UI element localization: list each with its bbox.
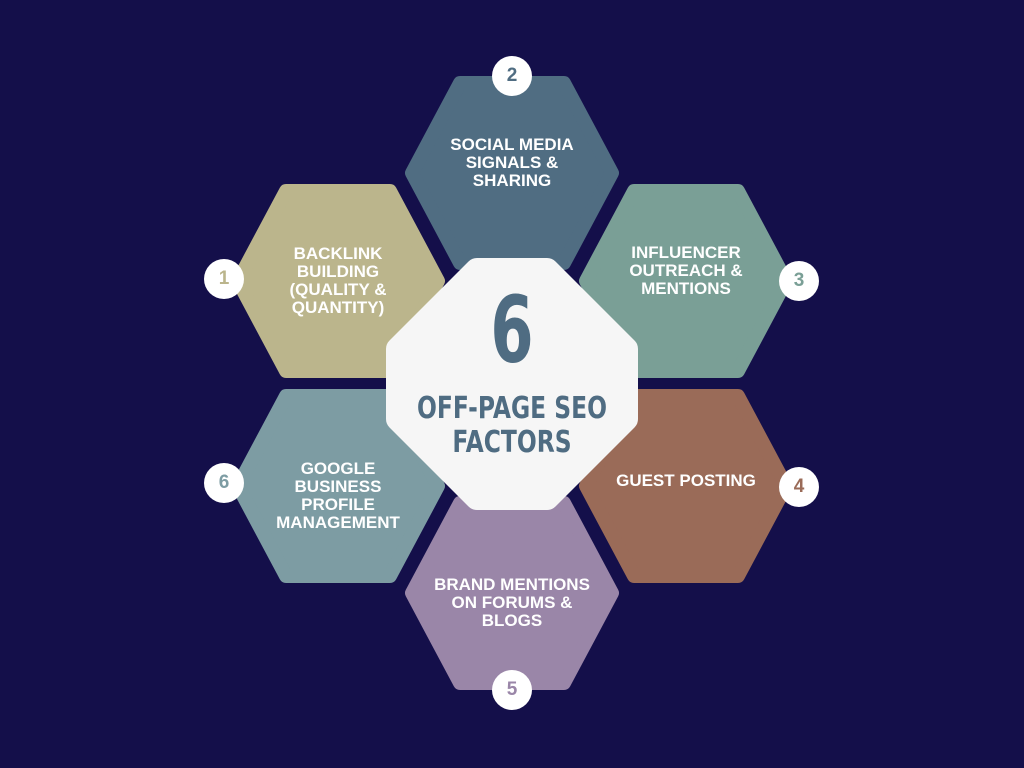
factor-label-6: GOOGLE BUSINESS PROFILE MANAGEMENT (276, 459, 400, 532)
factor-label-3: INFLUENCER OUTREACH & MENTIONS (629, 243, 743, 298)
factor-number-badge-6: 6 (204, 463, 244, 503)
factor-label-1: BACKLINK BUILDING (QUALITY & QUANTITY) (289, 244, 387, 317)
factor-hexagon-3 (579, 184, 793, 378)
factor-number-badge-3: 3 (779, 261, 819, 301)
center-title: OFF-PAGE SEO FACTORS (416, 391, 608, 460)
factor-label-5: BRAND MENTIONS ON FORUMS & BLOGS (434, 575, 590, 630)
factor-number-badge-2: 2 (492, 56, 532, 96)
factor-label-2: SOCIAL MEDIA SIGNALS & SHARING (450, 135, 574, 190)
factor-number-badge-4: 4 (779, 467, 819, 507)
factor-hexagon-5 (405, 496, 619, 690)
factor-number-badge-1: 1 (204, 259, 244, 299)
factor-number-badge-5: 5 (492, 670, 532, 710)
factor-hexagon-4 (579, 389, 793, 583)
center-number: 6 (490, 276, 534, 384)
factor-hexagon-2 (405, 76, 619, 270)
factor-label-4: GUEST POSTING (616, 471, 756, 490)
center-octagon (386, 258, 638, 510)
